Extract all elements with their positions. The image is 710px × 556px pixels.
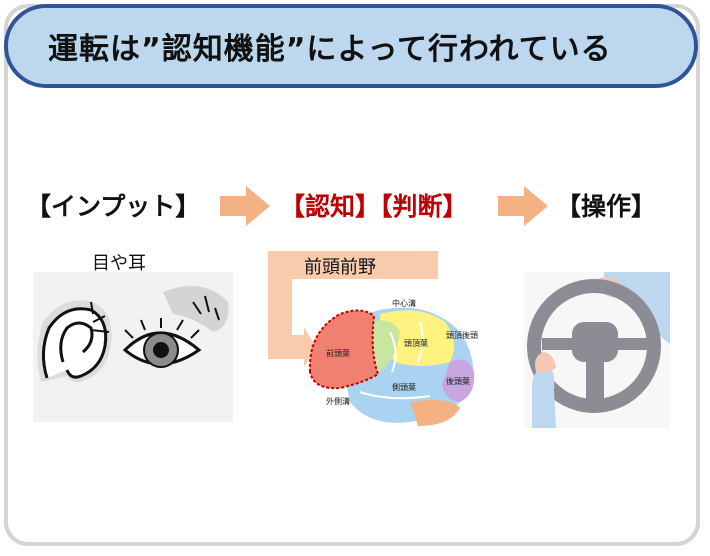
page-title: 運転は”認知機能”によって行われている <box>48 32 612 67</box>
steering-wheel-icon <box>527 279 661 413</box>
arrow-1-icon <box>220 186 270 226</box>
prefrontal-label: 前頭前野 <box>304 257 376 278</box>
brain-label-temporal: 側頭葉 <box>392 382 416 392</box>
brain-label-parieto-occipital: 頭頂後頭 <box>446 330 478 340</box>
ear-icon <box>37 300 112 383</box>
prefrontal-arrow-icon <box>268 251 438 367</box>
step-input: 【インプット】 <box>26 192 201 221</box>
eye-icon <box>122 285 229 368</box>
brain-label-frontal: 前頭葉 <box>326 348 350 358</box>
step-operation: 【操作】 <box>556 192 657 221</box>
arrow-2-icon <box>498 186 548 226</box>
title-banner: 運転は”認知機能”によって行われている <box>4 4 698 88</box>
brain-label-parietal: 頭頂葉 <box>404 338 428 348</box>
steering-wheel-illustration <box>524 272 670 428</box>
step-cognition: 【認知】【判断】 <box>280 192 468 221</box>
eye-ear-label: 目や耳 <box>92 253 146 274</box>
brain-label-lateral-sulcus: 外側溝 <box>326 396 350 406</box>
brain-illustration: 中心溝 前頭葉 頭頂葉 頭頂後頭 後頭葉 側頭葉 外側溝 <box>308 298 478 426</box>
eye-ear-illustration <box>33 272 233 422</box>
brain-label-central-sulcus: 中心溝 <box>392 298 416 308</box>
brain-label-occipital: 後頭葉 <box>446 376 470 386</box>
